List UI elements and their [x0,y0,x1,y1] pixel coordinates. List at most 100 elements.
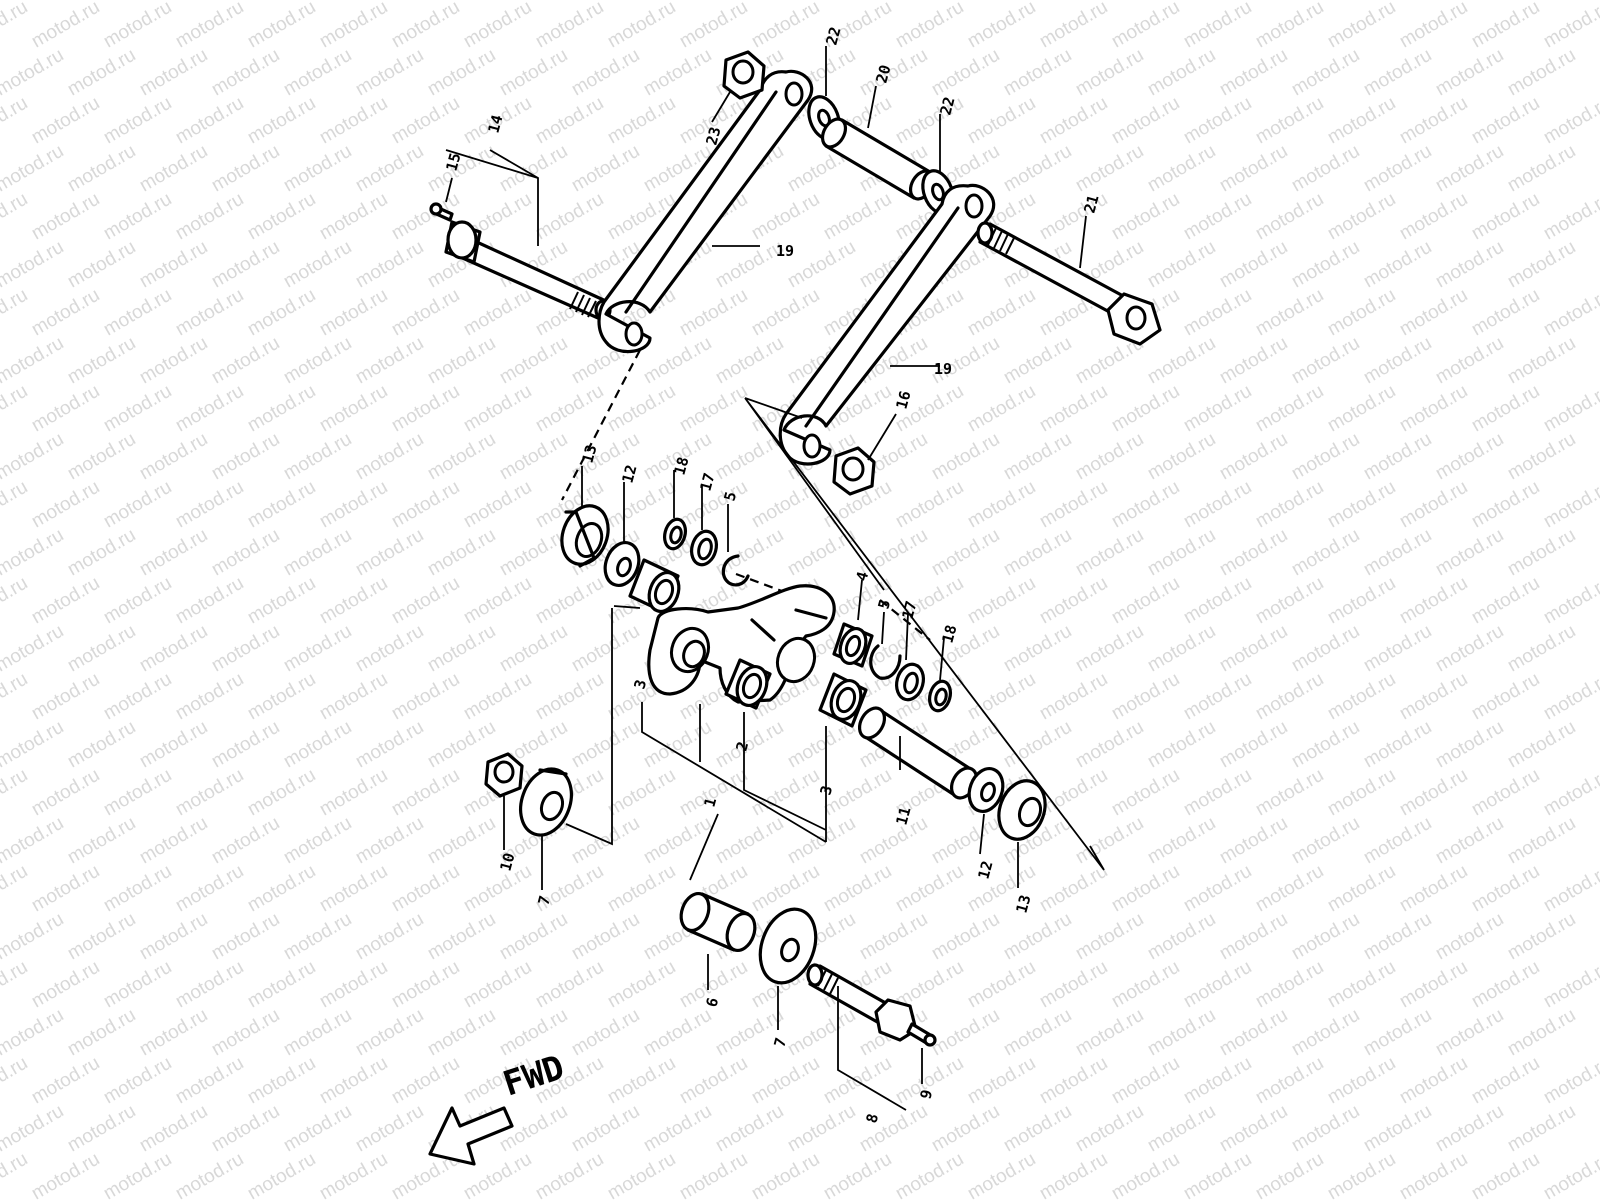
bolt-8 [806,963,918,1042]
watermark-text: motod.ru [1072,525,1147,581]
ring-18-upper [662,517,688,551]
watermark-text: motod.ru [1360,1101,1435,1157]
watermark-text: motod.ru [640,0,715,4]
watermark-text: motod.ru [28,477,103,533]
watermark-text: motod.ru [1144,813,1219,869]
watermark-text: motod.ru [1324,1149,1399,1200]
watermark-text: motod.ru [316,93,391,149]
watermark-text: motod.ru [136,429,211,485]
callout-11: 11 [892,805,914,827]
watermark-text: motod.ru [352,717,427,773]
watermark-text: motod.ru [0,237,67,293]
watermark-text: motod.ru [1180,0,1255,52]
watermark-text: motod.ru [1396,669,1471,725]
callout-13-right: 13 [1012,893,1034,915]
watermark-text: motod.ru [856,1101,931,1157]
watermark-text: motod.ru [244,381,319,437]
watermark-text: motod.ru [1144,1101,1219,1157]
watermark-text: motod.ru [568,141,643,197]
watermark-text: motod.ru [1108,381,1183,437]
callout-labels: 1 2 3 3 4 5 5 6 7 7 8 9 10 11 12 12 13 1… [442,25,1102,1125]
watermark-text: motod.ru [316,669,391,725]
watermark-text: motod.ru [568,621,643,677]
ring-17-upper [690,529,718,567]
watermark-text: motod.ru [496,333,571,389]
watermark-text: motod.ru [856,0,931,4]
watermark-text: motod.ru [28,669,103,725]
callout-14: 14 [484,113,506,135]
watermark-text: motod.ru [1252,189,1327,245]
watermark-text: motod.ru [1432,621,1507,677]
watermark-text: motod.ru [1504,333,1579,389]
watermark-text: motod.ru [172,669,247,725]
watermark-text: motod.ru [352,237,427,293]
watermark-text: motod.ru [1036,765,1111,821]
watermark-text: motod.ru [0,189,31,245]
watermark-text: motod.ru [1036,381,1111,437]
watermark-text: motod.ru [208,909,283,965]
watermark-text: motod.ru [1252,1149,1327,1200]
watermark-text: motod.ru [352,909,427,965]
watermark-text: motod.ru [280,0,355,4]
watermark-text: motod.ru [244,765,319,821]
watermark-text: motod.ru [1108,1149,1183,1200]
watermark-text: motod.ru [1540,1149,1600,1200]
watermark-text: motod.ru [1432,237,1507,293]
watermark-text: motod.ru [1252,765,1327,821]
fwd-arrow-icon [428,1106,514,1166]
watermark-text: motod.ru [388,93,463,149]
watermark-text: motod.ru [1144,525,1219,581]
watermark-text: motod.ru [64,141,139,197]
watermark-text: motod.ru [100,765,175,821]
watermark-text: motod.ru [388,0,463,52]
watermark-text: motod.ru [0,573,31,629]
callout-7-bottom: 7 [770,1036,790,1049]
watermark-text: motod.ru [1468,381,1543,437]
watermark-text: motod.ru [0,813,67,869]
watermark-text: motod.ru [352,45,427,101]
callout-15: 15 [442,151,464,173]
watermark-text: motod.ru [1396,765,1471,821]
watermark-text: motod.ru [928,0,1003,4]
watermark-text: motod.ru [892,0,967,52]
callout-22-mid: 22 [936,95,958,117]
watermark-text: motod.ru [208,717,283,773]
watermark-text: motod.ru [1252,861,1327,917]
watermark-text: motod.ru [1216,621,1291,677]
watermark-text: motod.ru [100,0,175,52]
watermark-text: motod.ru [928,1101,1003,1157]
nut-23 [722,50,766,100]
callout-12-left: 12 [618,463,640,485]
watermark-text: motod.ru [28,1053,103,1109]
watermark-text: motod.ru [1072,0,1147,4]
watermark-text: motod.ru [316,189,391,245]
watermark-text: motod.ru [1288,429,1363,485]
watermark-text: motod.ru [0,0,31,52]
bearing-3-right [818,672,868,728]
watermark-text: motod.ru [352,1101,427,1157]
watermark-text: motod.ru [1540,765,1600,821]
watermark-text: motod.ru [1432,429,1507,485]
watermark-text: motod.ru [1000,525,1075,581]
watermark-text: motod.ru [0,45,67,101]
watermark-text: motod.ru [604,861,679,917]
watermark-text: motod.ru [784,237,859,293]
watermark-text: motod.ru [208,525,283,581]
watermark-text: motod.ru [1216,1005,1291,1061]
watermark-text: motod.ru [1108,669,1183,725]
watermark-text: motod.ru [388,381,463,437]
watermark-text: motod.ru [568,909,643,965]
callout-1: 1 [700,796,720,809]
watermark-text: motod.ru [928,429,1003,485]
watermark-text: motod.ru [1216,525,1291,581]
watermark-text: motod.ru [460,573,535,629]
watermark-text: motod.ru [100,861,175,917]
watermark-text: motod.ru [28,189,103,245]
watermark-text: motod.ru [1108,861,1183,917]
bearing-4 [832,622,874,668]
watermark-text: motod.ru [28,765,103,821]
watermark-text: motod.ru [568,1101,643,1157]
watermark-text: motod.ru [1432,0,1507,4]
watermark-text: motod.ru [964,93,1039,149]
watermark-text: motod.ru [712,813,787,869]
